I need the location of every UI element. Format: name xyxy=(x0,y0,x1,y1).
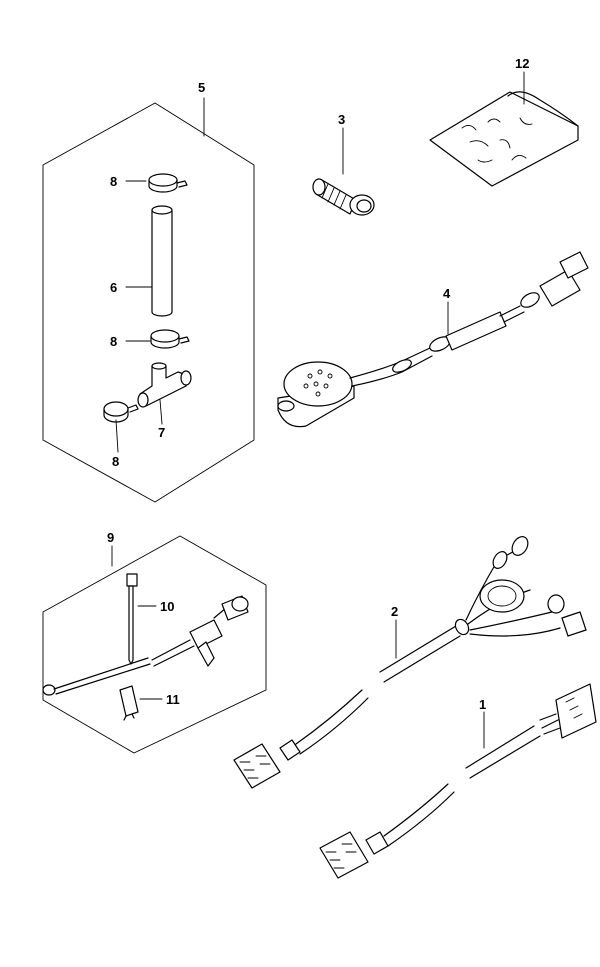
kit-9-wiring-group xyxy=(42,535,267,754)
callout-8-middle: 8 xyxy=(110,334,117,349)
callout-8-bottom: 8 xyxy=(112,454,119,469)
kit-5-frame xyxy=(42,102,255,503)
part-8-clip-bottom[interactable] xyxy=(103,401,139,423)
callout-12: 12 xyxy=(515,56,529,71)
callout-5: 5 xyxy=(198,80,205,95)
part-1-extension-harness[interactable] xyxy=(319,683,597,879)
part-2-main-harness[interactable] xyxy=(233,534,587,789)
kit-5-hose-group xyxy=(42,102,255,503)
part-4-buzzer-harness[interactable] xyxy=(277,251,589,428)
callout-2: 2 xyxy=(391,604,398,619)
leader-lines xyxy=(111,71,525,749)
part-10-cable-tie[interactable] xyxy=(126,573,138,665)
part-6-hose[interactable] xyxy=(151,205,173,317)
part-7-tee-fitting[interactable] xyxy=(137,362,192,408)
part-8-clip-top[interactable] xyxy=(148,173,188,193)
callout-11: 11 xyxy=(166,692,180,707)
part-9-ground-wire[interactable] xyxy=(42,595,249,696)
callout-7: 7 xyxy=(158,425,165,440)
callout-4: 4 xyxy=(443,286,451,301)
callout-6: 6 xyxy=(110,280,117,295)
callouts: 5 3 12 4 8 6 8 7 8 9 10 11 2 1 xyxy=(107,56,529,712)
part-12-parts-bag[interactable] xyxy=(429,91,579,187)
kit-9-frame xyxy=(42,535,267,754)
callout-8-top: 8 xyxy=(110,174,117,189)
part-11-clip[interactable] xyxy=(119,685,139,721)
part-3-grommet[interactable] xyxy=(312,178,375,216)
callout-3: 3 xyxy=(338,112,345,127)
callout-1: 1 xyxy=(479,697,486,712)
part-8-clip-middle[interactable] xyxy=(150,329,190,349)
callout-9: 9 xyxy=(107,530,114,545)
callout-10: 10 xyxy=(160,599,174,614)
